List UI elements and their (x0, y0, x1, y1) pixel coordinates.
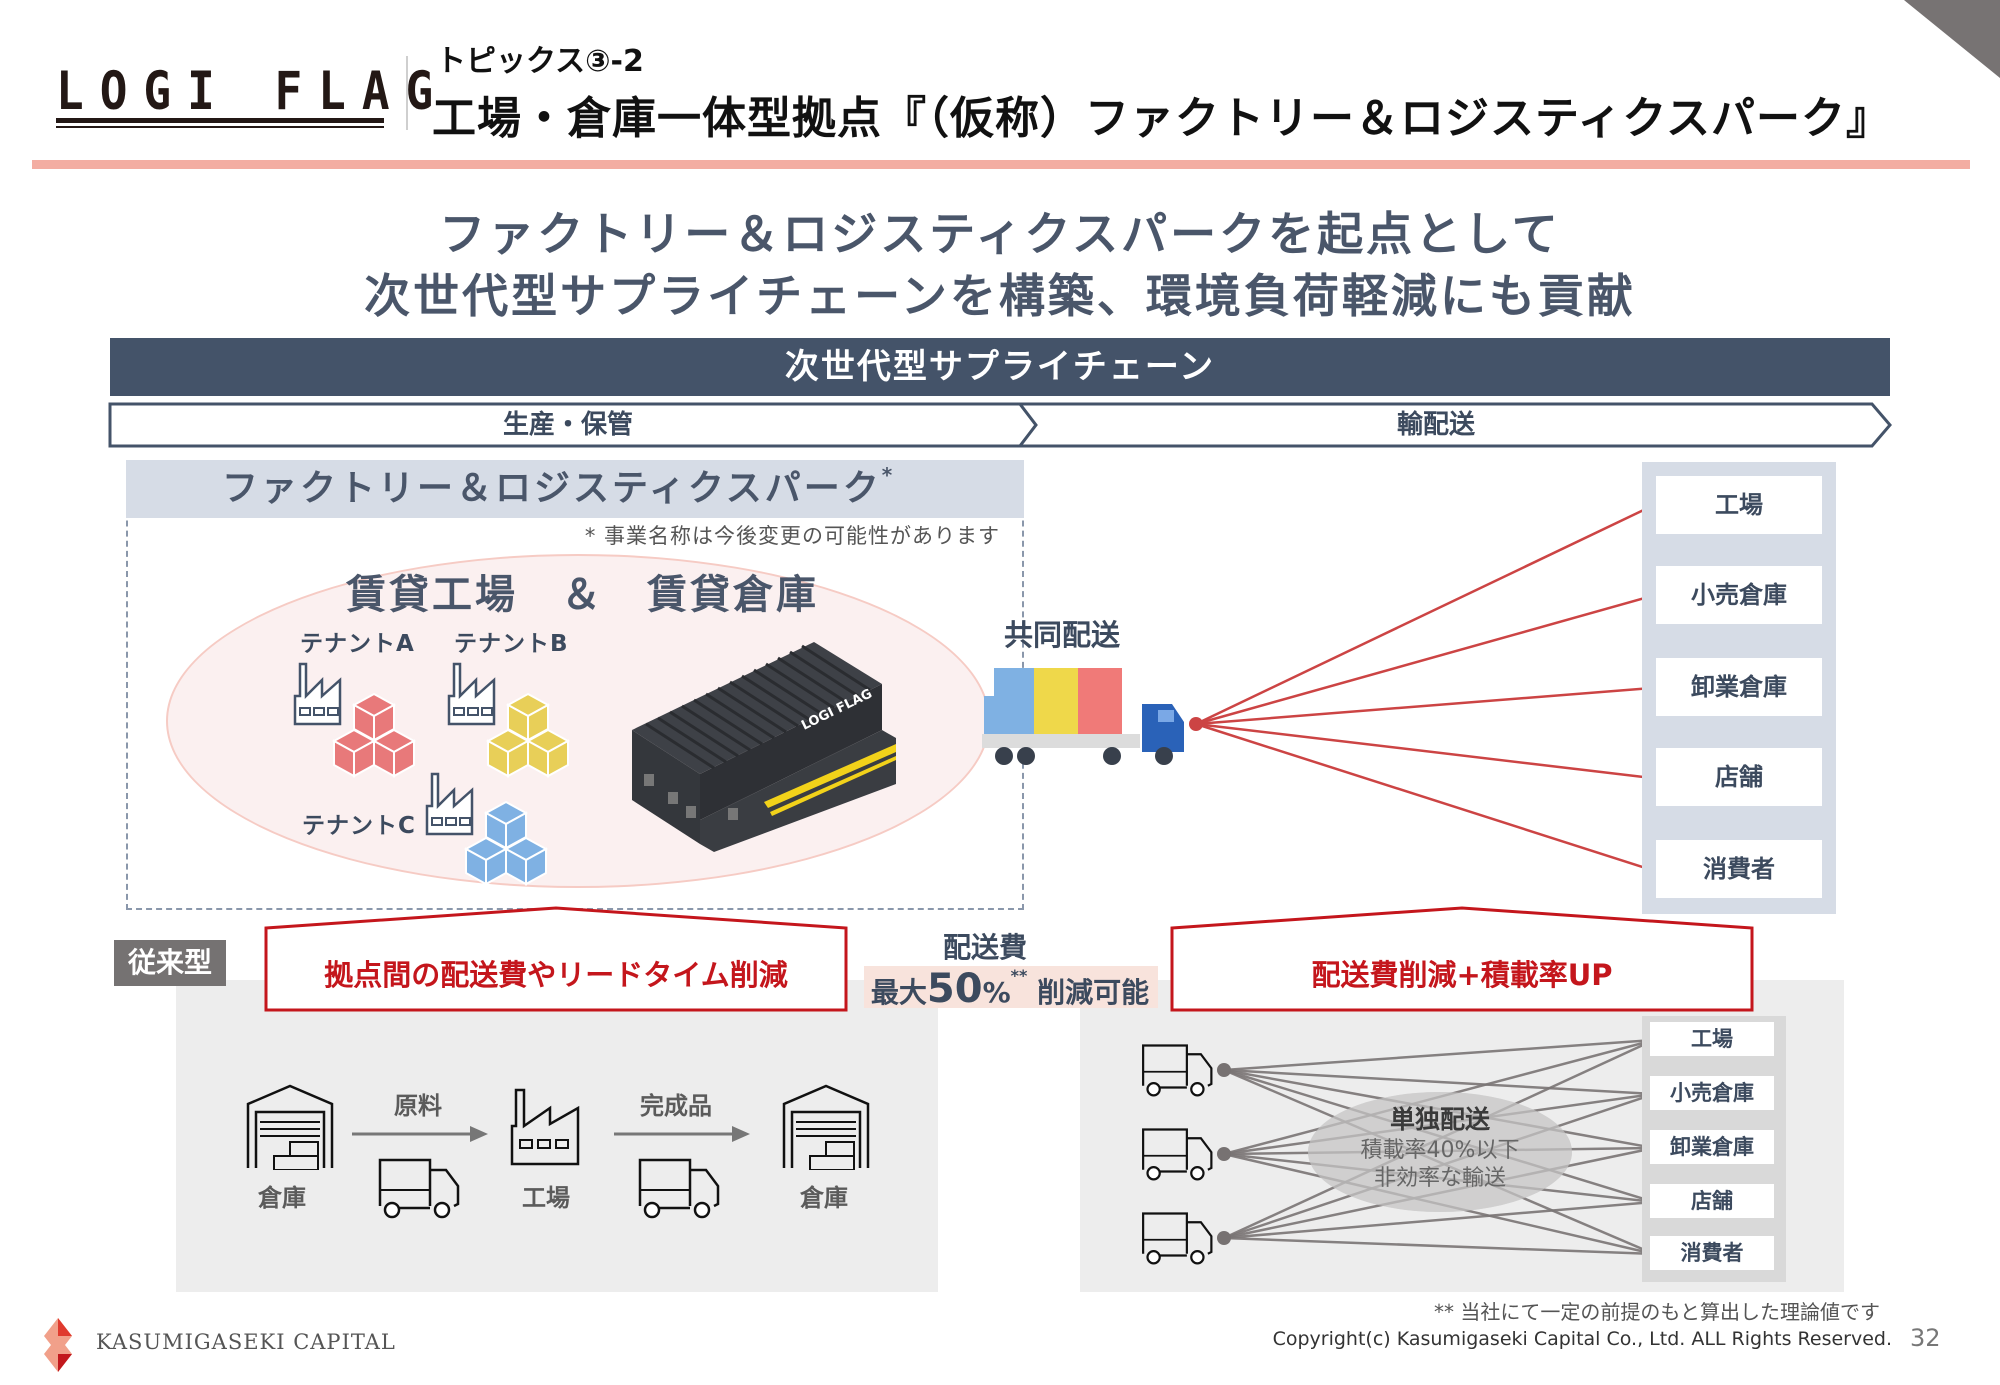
phase-chevron-delivery (1016, 402, 1892, 448)
truck-dot (1217, 1231, 1231, 1245)
rental-heading: 賃貸工場 ＆ 賃貸倉庫 (346, 572, 819, 618)
factory-icon (425, 772, 474, 836)
joint-destination-column: 工場 小売倉庫 卸業倉庫 店舗 消費者 (1642, 462, 1836, 914)
cost-unit: % (982, 976, 1011, 1009)
headline-line-2: 次世代型サプライチェーンを構築、環境負荷軽減にも貢献 (364, 269, 1636, 323)
single-delivery-ellipse-overlay (1308, 1092, 1572, 1212)
flow-arrow-icon (614, 1126, 750, 1142)
logo-text: LOGI FLAG (56, 59, 450, 122)
truck-icon (638, 1158, 720, 1219)
joint-delivery-lines (1189, 499, 1659, 877)
footnote: ** 当社にて一定の前提のもと算出した理論値です (1434, 1300, 1880, 1324)
delivery-line (1195, 722, 1653, 780)
single-delivery-line (1223, 1068, 1655, 1096)
flow-node-warehouse-2: 倉庫 (800, 1184, 848, 1212)
page-title: 工場・倉庫一体型拠点『（仮称）ファクトリー＆ロジスティクスパーク』 (432, 93, 1892, 144)
conventional-label: 従来型 (114, 940, 226, 986)
truck-icon (1142, 1212, 1213, 1265)
destination-wholesale-warehouse: 卸業倉庫 (1656, 658, 1822, 716)
delivery-line (1195, 686, 1653, 726)
tenant-c-label: テナントC (302, 813, 416, 839)
phase-delivery-label: 輸配送 (1396, 410, 1475, 440)
phase-production-label: 生産・保管 (502, 410, 633, 440)
destination-factory: 工場 (1656, 476, 1822, 534)
tenant-b-label: テナントB (454, 631, 569, 657)
destination-consumer: 消費者 (1650, 1236, 1774, 1270)
cost-suffix: 削減可能 (1027, 976, 1150, 1009)
logo-underline-thin (56, 126, 384, 128)
boxes-icon-yellow (485, 692, 571, 778)
flow-arrow-label-finished: 完成品 (640, 1092, 712, 1120)
destination-store: 店舗 (1650, 1184, 1774, 1218)
headline-line-1: ファクトリー＆ロジスティクスパークを起点として (439, 207, 1561, 261)
single-delivery-line (1223, 1038, 1655, 1072)
truck-dot (1217, 1147, 1231, 1161)
benefit-callout-right (1170, 906, 1754, 1012)
single-delivery-line (1223, 1236, 1655, 1256)
truck-icon (1142, 1128, 1213, 1181)
truck-illustration (982, 668, 1184, 765)
factory-icon (510, 1088, 580, 1166)
flow-arrow-label-raw: 原料 (394, 1092, 442, 1120)
destination-consumer: 消費者 (1656, 840, 1822, 898)
single-delivery-lines (1217, 1033, 1661, 1261)
boxes-icon-red (331, 692, 417, 778)
cost-highlight (864, 966, 1158, 1008)
logi-flag-logo: LOGI FLAG (56, 59, 450, 128)
joint-delivery-label: 共同配送 (1004, 618, 1121, 652)
factory-icon (447, 662, 496, 726)
single-delivery-load-rate: 積載率40%以下 (1360, 1138, 1520, 1163)
single-delivery-title: 単独配送 (1389, 1105, 1490, 1134)
truck-icon (1142, 1044, 1213, 1097)
cost-value: 50 (926, 966, 983, 1012)
cost-reduction-text: 最大50%** 削減可能 (858, 966, 1162, 1012)
header-divider (406, 56, 408, 130)
benefit-callout-left (264, 906, 848, 1012)
park-name-note: * 事業名称は今後変更の可能性があります (584, 524, 1000, 548)
logo-underline (56, 118, 384, 123)
destination-wholesale-warehouse: 卸業倉庫 (1650, 1130, 1774, 1164)
park-title-text: ファクトリー＆ロジスティクスパーク (222, 468, 882, 509)
destination-retail-warehouse: 小売倉庫 (1650, 1076, 1774, 1110)
corner-decoration (1904, 0, 2000, 78)
supply-chain-banner: 次世代型サプライチェーン (110, 338, 1890, 396)
destination-retail-warehouse: 小売倉庫 (1656, 566, 1822, 624)
warehouse-icon (782, 1084, 870, 1170)
delivery-line (1195, 722, 1653, 872)
park-title-mark: * (881, 463, 896, 487)
benefit-right-text: 配送費削減+積載率UP (1311, 958, 1613, 992)
park-title: ファクトリー＆ロジスティクスパーク* (126, 460, 1024, 518)
phase-chevrons (108, 402, 1892, 448)
single-destination-column: 工場 小売倉庫 卸業倉庫 店舗 消費者 (1642, 1016, 1786, 1282)
delivery-line (1195, 504, 1653, 726)
tenant-a-label: テナントA (300, 631, 415, 657)
header-rule (32, 160, 1970, 169)
company-name: KASUMIGASEKI CAPITAL (96, 1330, 396, 1354)
single-delivery-line (1223, 1200, 1655, 1240)
destination-store: 店舗 (1656, 748, 1822, 806)
page-number: 32 (1910, 1324, 1941, 1352)
cost-mark: ** (1010, 966, 1028, 985)
truck-dot (1217, 1063, 1231, 1077)
origin-dot (1189, 717, 1203, 731)
flow-arrow-icon (352, 1126, 488, 1142)
cost-title: 配送費 (942, 931, 1027, 964)
flow-node-factory: 工場 (522, 1184, 570, 1212)
copyright: Copyright(c) Kasumigaseki Capital Co., L… (1272, 1328, 1892, 1350)
topic-label: トピックス③-2 (436, 44, 644, 79)
delivery-line (1195, 594, 1653, 726)
truck-icon (378, 1158, 460, 1219)
cost-prefix: 最大 (870, 976, 927, 1009)
single-delivery-inefficient: 非効率な輸送 (1373, 1166, 1506, 1191)
boxes-icon-blue (463, 800, 549, 886)
warehouse-illustration: LOGI FLAG (632, 642, 896, 852)
destination-factory: 工場 (1650, 1022, 1774, 1056)
benefit-left-text: 拠点間の配送費やリードタイム削減 (324, 958, 788, 992)
kasumigaseki-logo-icon (44, 1318, 72, 1372)
factory-icon (293, 662, 342, 726)
flow-node-warehouse-1: 倉庫 (258, 1184, 306, 1212)
warehouse-icon (246, 1084, 334, 1170)
